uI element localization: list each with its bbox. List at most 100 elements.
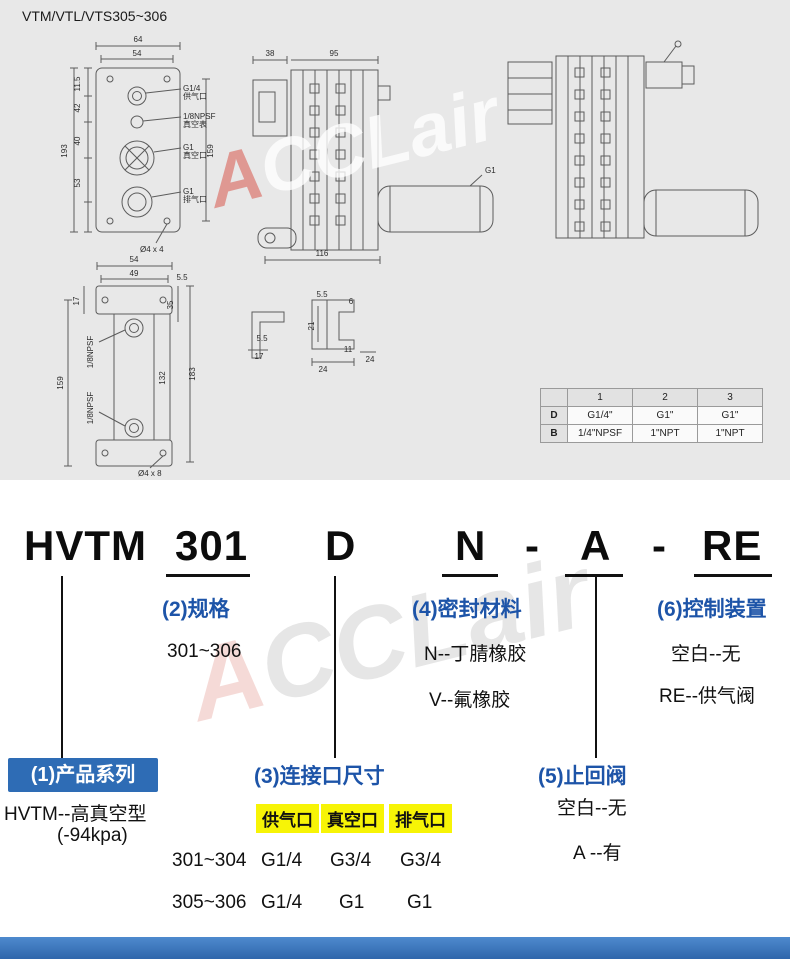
rear-view-outline [507, 40, 759, 239]
dim-label: 24 [366, 355, 375, 364]
dim-label: 132 [158, 371, 167, 385]
code-seal: N [455, 522, 487, 569]
port-header-supply: 供气口 [256, 804, 319, 833]
footer-bar [0, 937, 790, 959]
code-dash-1: - [525, 522, 540, 569]
port-header-exhaust: 排气口 [389, 804, 452, 833]
exhaust-port-label-cn: 排气口 [183, 194, 207, 204]
port-row-value: G1 [407, 892, 433, 913]
port-row-value: G3/4 [330, 850, 372, 871]
dim-label: 35 [166, 300, 175, 309]
detail-views-labels: 5.5 6 21 5.5 17 11 24 24 [255, 290, 375, 374]
drawing-title: VTM/VTL/VTS305~306 [22, 8, 168, 24]
dim-label: 53 [73, 178, 82, 187]
dim-label: 24 [319, 365, 328, 374]
code-series: HVTM [24, 522, 147, 569]
table-cell: 1/4"NPSF [567, 424, 633, 443]
dim-label: 11.5 [73, 76, 82, 92]
callout-series-item: HVTM--高真空型 [4, 804, 147, 825]
bracket-view-labels: 54 49 5.5 17 35 159 183 132 1/8NPSF 1/8N… [56, 255, 197, 478]
port-header-vacuum: 真空口 [321, 804, 384, 833]
watermark-a: A [177, 614, 277, 743]
dim-label: 21 [307, 321, 316, 330]
code-control: RE [702, 522, 763, 569]
code-size: 301 [175, 522, 249, 569]
dim-label: 95 [330, 49, 339, 58]
gauge-port-label: 1/8NPSF [183, 112, 216, 121]
table-col-header-2: 2 [632, 388, 698, 407]
dim-label: 42 [73, 103, 82, 112]
port-row-value: G1/4 [261, 892, 303, 913]
detail-views-outline [248, 299, 376, 366]
port-row-range: 305~306 [172, 892, 247, 913]
port-row-value: G1/4 [261, 850, 303, 871]
exhaust-port-label: G1 [183, 187, 194, 196]
dim-label: 38 [266, 49, 275, 58]
bracket-view-outline [64, 262, 194, 469]
dim-label: 54 [130, 255, 139, 264]
leader-line-series [61, 576, 63, 758]
dim-label: 5.5 [176, 273, 188, 282]
table-cell: G1" [632, 406, 698, 425]
gauge-port-label-cn: 真空表 [183, 119, 207, 129]
port-thread-table: 1 2 3 D G1/4" G1" G1" B 1/4"NPSF 1"NPT 1… [540, 388, 763, 443]
dim-label: 193 [60, 144, 69, 158]
dim-label: 183 [188, 367, 197, 381]
dim-label: 40 [73, 136, 82, 145]
code-dash-2: - [652, 522, 667, 569]
code-port: D [325, 522, 357, 569]
table-col-header-1: 1 [567, 388, 633, 407]
npsf-port-label: 1/8NPSF [86, 392, 95, 425]
callout-control-title: (6)控制装置 [657, 598, 767, 621]
vacuum-port-label-cn: 真空口 [183, 150, 207, 160]
callout-seal-item: N--丁腈橡胶 [424, 644, 527, 665]
dim-label: 49 [130, 269, 139, 278]
callout-series-title: (1)产品系列 [8, 758, 158, 792]
dim-label: 11 [344, 345, 353, 354]
drawing-section: VTM/VTL/VTS305~306 [0, 0, 790, 480]
dim-label: 64 [134, 35, 143, 44]
mount-holes-label: Ø4 x 8 [138, 469, 162, 478]
callout-control-item: 空白--无 [671, 644, 741, 665]
table-col-header-3: 3 [697, 388, 763, 407]
callout-check-title: (5)止回阀 [538, 765, 627, 788]
g1-port-label: G1 [485, 166, 496, 175]
technical-drawings: 64 54 11.5 42 40 53 193 159 G1/4 供气口 1/8… [56, 35, 759, 478]
table-row-d: D G1/4" G1" G1" [540, 406, 763, 425]
underline-control [694, 574, 772, 577]
side-view-outline [252, 56, 494, 264]
supply-port-label-cn: 供气口 [183, 91, 207, 101]
side-view-labels: 38 95 116 G1 [266, 49, 497, 258]
front-view-labels: 64 54 11.5 42 40 53 193 159 G1/4 供气口 1/8… [60, 35, 216, 254]
port-row-range: 301~304 [172, 850, 247, 871]
supply-port-label: G1/4 [183, 84, 201, 93]
dim-label: 17 [72, 296, 81, 305]
table-cell: 1"NPT [632, 424, 698, 443]
callout-spec-title: (2)规格 [162, 598, 230, 621]
code-check: A [580, 522, 612, 569]
table-cell: G1/4" [567, 406, 633, 425]
callout-check-item: 空白--无 [557, 798, 627, 819]
callout-control-item: RE--供气阀 [659, 686, 756, 707]
underline-check [565, 574, 623, 577]
leader-line-check [595, 577, 597, 758]
callout-series-item: (-94kpa) [57, 825, 128, 846]
leader-line-port [334, 576, 336, 758]
port-row-value: G3/4 [400, 850, 442, 871]
table-corner-cell [540, 388, 568, 407]
table-row-b: B 1/4"NPSF 1"NPT 1"NPT [540, 424, 763, 443]
callout-seal-title: (4)密封材料 [412, 598, 522, 621]
callout-spec-item: 301~306 [167, 641, 242, 662]
front-view-outline [70, 42, 210, 244]
callout-check-item: A --有 [573, 843, 622, 864]
table-cell: G1" [697, 406, 763, 425]
dim-label: 116 [316, 249, 329, 258]
row-label-d: D [540, 406, 568, 425]
vacuum-port-label: G1 [183, 143, 194, 152]
dim-label: 159 [56, 376, 65, 390]
dim-label: 54 [133, 49, 142, 58]
port-row-value: G1 [339, 892, 365, 913]
underline-seal [442, 574, 498, 577]
callout-seal-item: V--氟橡胶 [429, 690, 511, 711]
